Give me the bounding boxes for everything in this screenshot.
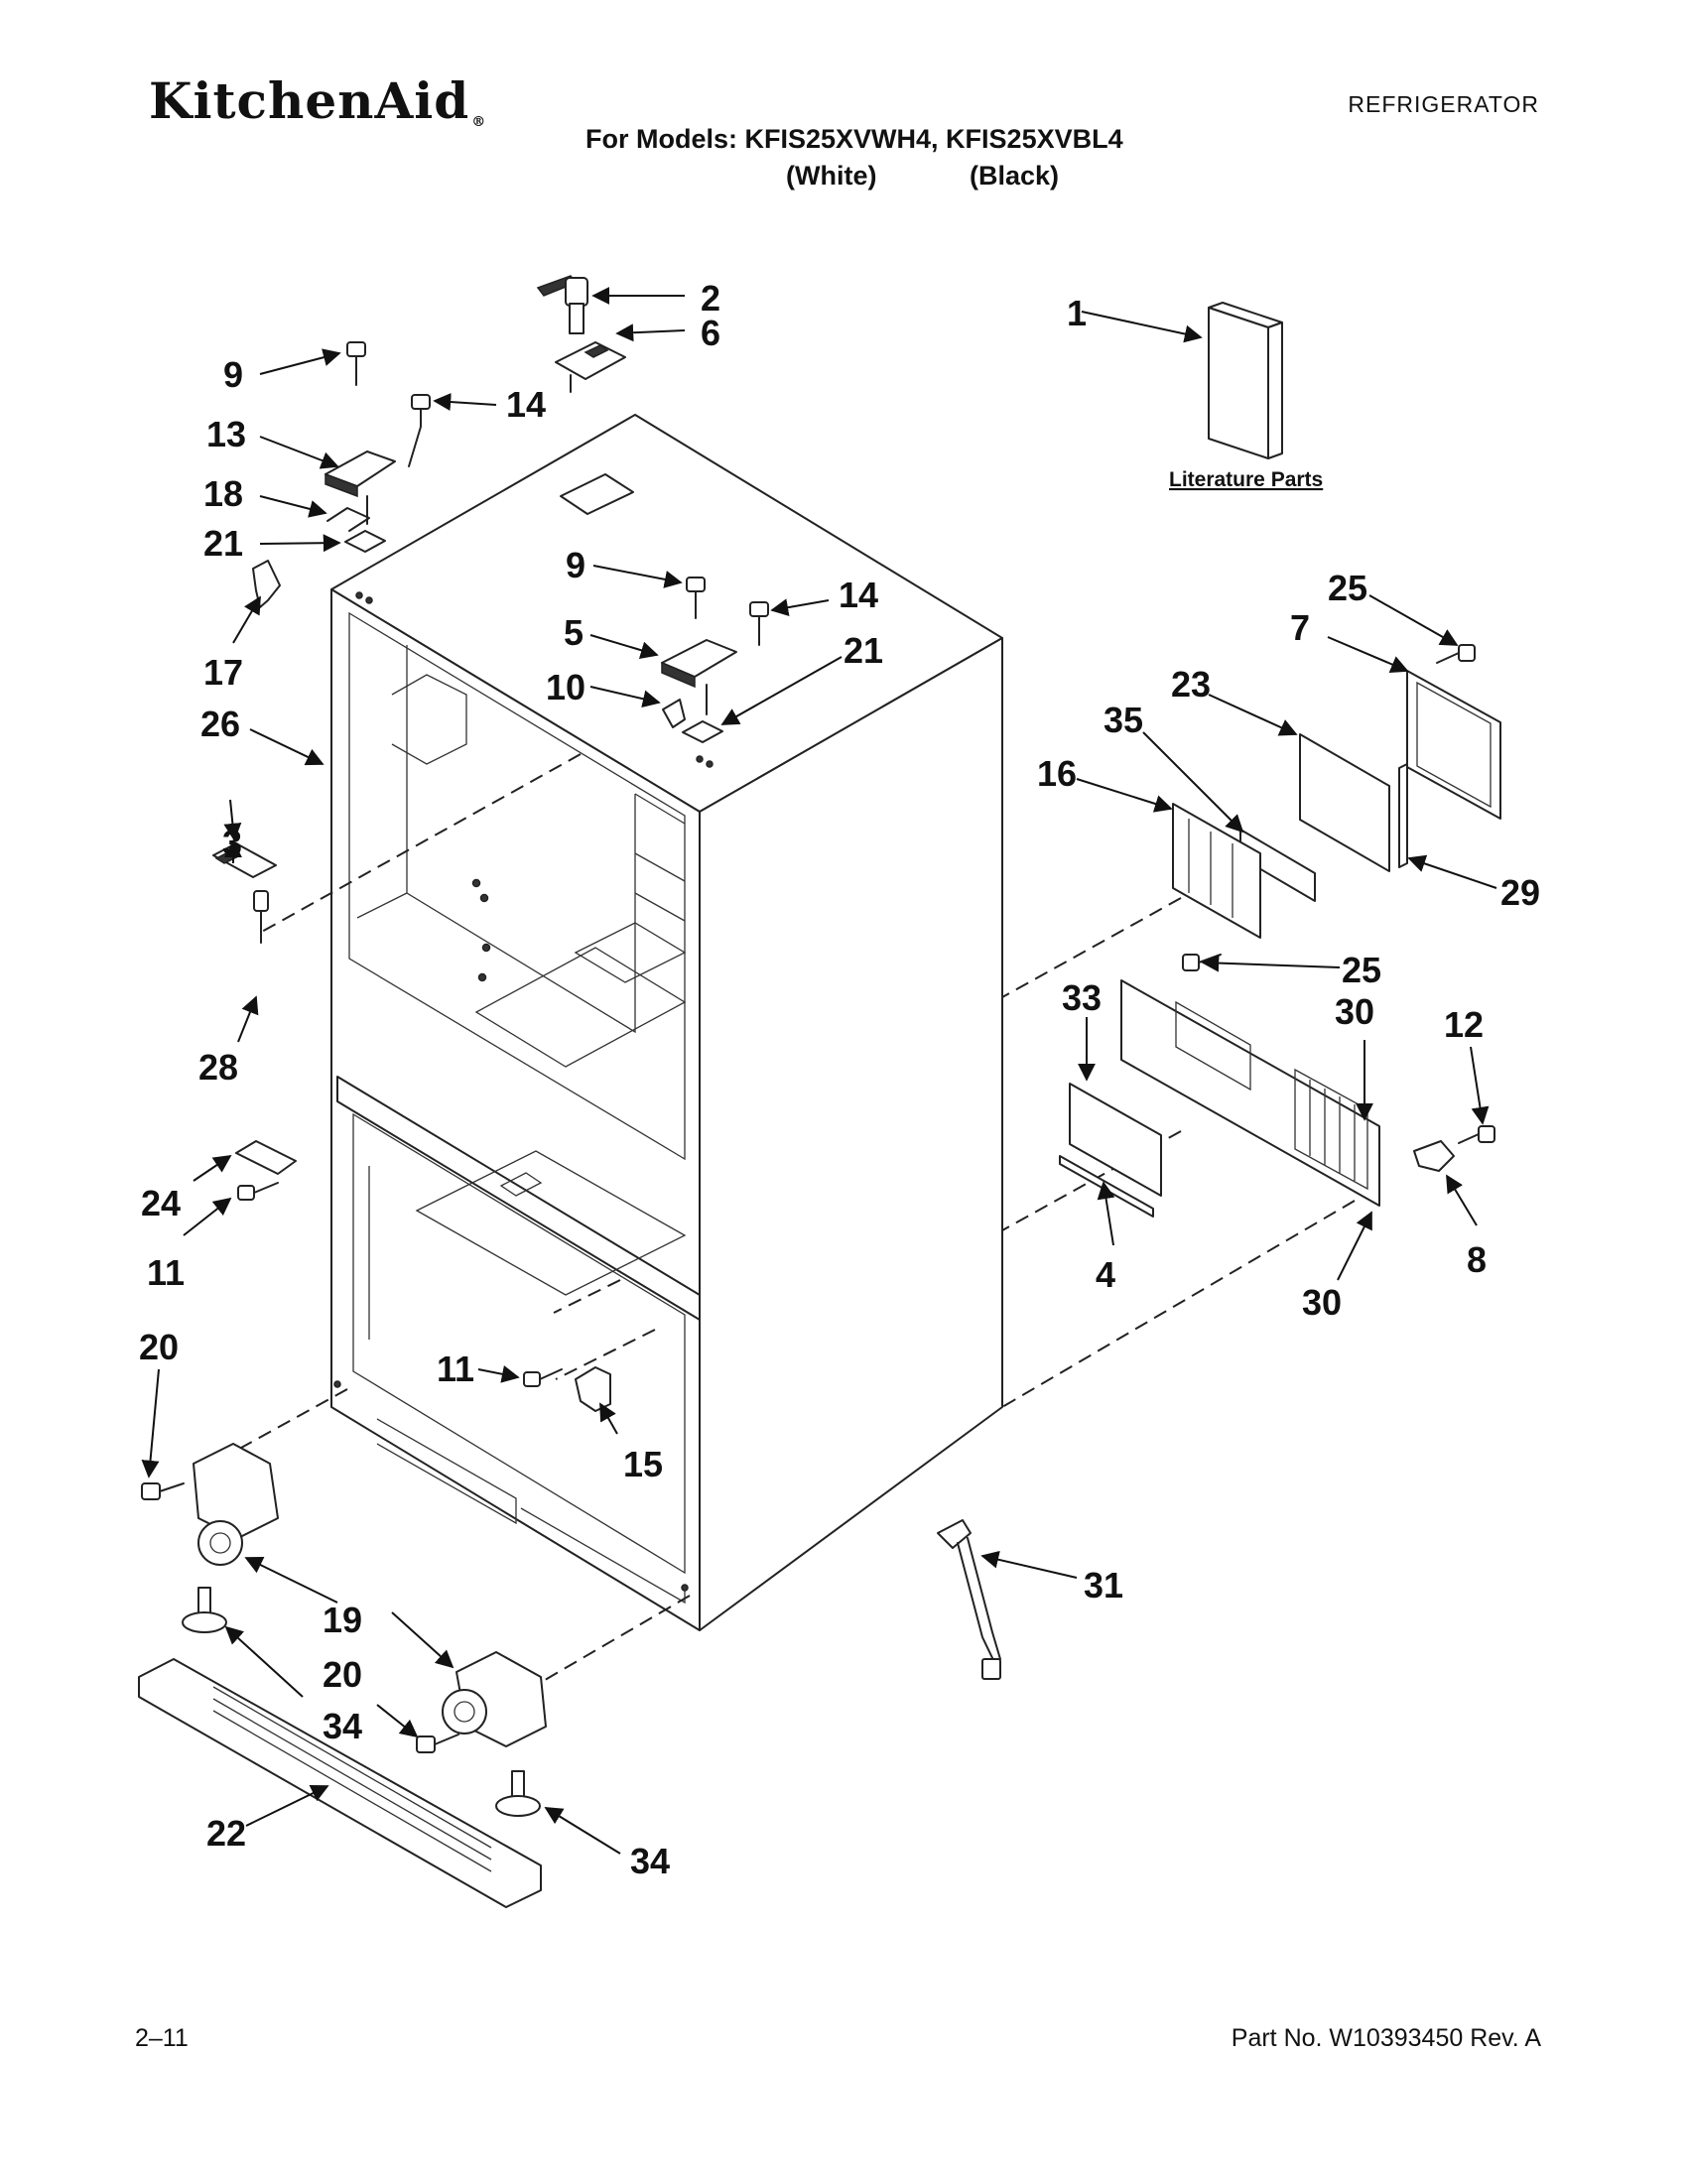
callout-24: 24: [141, 1183, 181, 1223]
callout-labels: 1 2 3 4 5 6 7 8 9 9 10 11 11 12 13 14 14…: [139, 278, 1540, 1881]
control-board-part-16: [1172, 803, 1261, 939]
callout-35: 35: [1104, 700, 1143, 740]
pin-part-10: [662, 699, 686, 728]
screw-part-12: [1458, 1125, 1495, 1144]
callout-10: 10: [546, 667, 585, 707]
callout-15: 15: [623, 1444, 663, 1484]
callout-9a: 9: [223, 354, 243, 395]
callout-13: 13: [206, 414, 246, 454]
color-black-label: (Black): [970, 161, 1060, 191]
cover-panel-part-7: [1406, 670, 1501, 820]
callout-12: 12: [1444, 1004, 1484, 1045]
callout-6: 6: [701, 313, 720, 353]
gasket-part-29: [1398, 763, 1408, 868]
screw-part-11: [237, 1182, 279, 1201]
callout-3: 3: [222, 823, 242, 863]
roller-assembly-part-19b: [442, 1651, 547, 1747]
hinge-screw-part-9: [346, 341, 366, 386]
leader-arrows: [141, 287, 1497, 1855]
bracket-part-24: [235, 1140, 297, 1175]
callout-21a: 21: [203, 523, 243, 564]
callout-2: 2: [701, 278, 720, 319]
callout-7: 7: [1290, 607, 1310, 648]
screw-part-14b: [749, 601, 769, 646]
callout-16: 16: [1037, 753, 1077, 794]
brand-logo: KitchenAid®: [149, 71, 487, 130]
callout-28: 28: [198, 1047, 238, 1088]
plate-part-21: [344, 530, 386, 553]
hinge-bracket-part-6: [555, 341, 626, 393]
part-number: Part No. W10393450 Rev. A: [1231, 2024, 1541, 2052]
callout-33: 33: [1062, 977, 1102, 1018]
callout-11b: 11: [437, 1349, 474, 1389]
roller-assembly-part-19: [193, 1443, 279, 1566]
callout-14a: 14: [506, 384, 546, 425]
callout-34b: 34: [630, 1841, 670, 1881]
callout-25b: 25: [1342, 950, 1381, 990]
clamp-part-8: [1413, 1140, 1455, 1172]
callout-29: 29: [1500, 872, 1540, 913]
callout-8: 8: [1467, 1239, 1487, 1280]
callout-4: 4: [1096, 1254, 1115, 1295]
callout-31: 31: [1084, 1565, 1123, 1606]
hinge-screw-part-9b: [686, 577, 706, 619]
callout-18: 18: [203, 473, 243, 514]
callout-1: 1: [1067, 293, 1087, 333]
water-fitting-part-2: [536, 275, 588, 334]
color-white-label: (White): [786, 161, 877, 191]
access-panel-part-30: [1120, 979, 1380, 1207]
document-type: REFRIGERATOR: [1348, 91, 1539, 117]
roller-screw-part-20: [141, 1482, 185, 1500]
plate-part-21b: [682, 720, 723, 743]
top-hinge-part-13: [325, 450, 396, 525]
leveling-leg-part-34b: [495, 1770, 541, 1817]
models-line: For Models: KFIS25XVWH4, KFIS25XVBL4: [585, 124, 1123, 154]
callout-30a: 30: [1335, 991, 1374, 1032]
screw-part-14: [408, 394, 431, 467]
roller-screw-part-20b: [416, 1734, 459, 1753]
page-number: 2–11: [135, 2024, 189, 2052]
shim-part-18: [326, 507, 370, 532]
callout-23: 23: [1171, 664, 1211, 705]
control-cover-part-23: [1299, 733, 1390, 872]
callout-26: 26: [200, 704, 240, 744]
base-grille-part-22: [138, 1658, 542, 1908]
literature-booklet-part-1: [1208, 302, 1283, 459]
callout-20b: 20: [323, 1654, 362, 1695]
center-hinge-part-5: [661, 639, 737, 715]
hinge-cover-part-17: [252, 560, 281, 608]
callout-5: 5: [564, 612, 584, 653]
screw-part-25: [1436, 644, 1476, 664]
callout-19: 19: [323, 1600, 362, 1640]
callout-20a: 20: [139, 1327, 179, 1367]
callout-11a: 11: [147, 1252, 185, 1293]
callout-30b: 30: [1302, 1282, 1342, 1323]
callout-22: 22: [206, 1813, 246, 1854]
screw-part-11b: [523, 1368, 563, 1387]
callout-21b: 21: [844, 630, 883, 671]
pad-part-33: [1069, 1083, 1162, 1197]
callout-9b: 9: [566, 545, 585, 585]
leveling-leg-part-34: [182, 1587, 227, 1633]
literature-parts-label: Literature Parts: [1169, 468, 1323, 491]
callout-17: 17: [203, 652, 243, 693]
refrigerator-cabinet: [330, 414, 1003, 1631]
callout-14b: 14: [839, 575, 878, 615]
screw-part-28: [253, 890, 269, 944]
tube-part-31: [937, 1519, 1001, 1680]
callout-25a: 25: [1328, 568, 1367, 608]
callout-34a: 34: [323, 1706, 362, 1746]
